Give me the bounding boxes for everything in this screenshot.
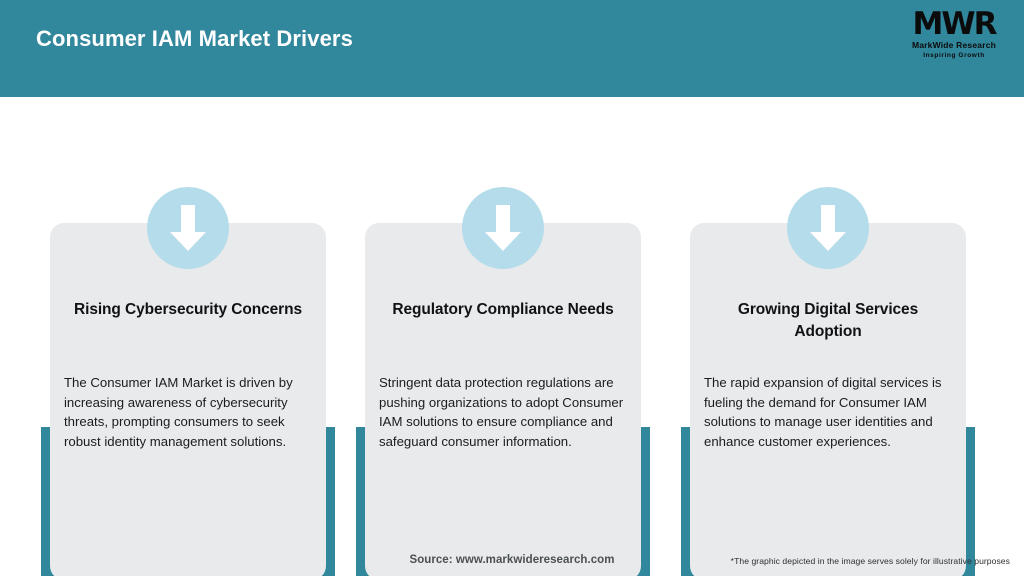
- down-arrow-icon: [462, 187, 544, 269]
- driver-card-1: Rising Cybersecurity Concerns The Consum…: [41, 142, 335, 576]
- logo-monogram: MWR: [912, 6, 998, 42]
- footer-source: Source: www.markwideresearch.com: [409, 554, 615, 566]
- card-surface: [365, 223, 641, 576]
- card-title: Regulatory Compliance Needs: [392, 301, 614, 318]
- card-content-1: Rising Cybersecurity Concerns The Consum…: [50, 223, 326, 576]
- driver-card-2: Regulatory Compliance Needs Stringent da…: [356, 142, 650, 576]
- card-surface: [50, 223, 326, 576]
- header-bar: [0, 0, 1024, 97]
- page-title: Consumer IAM Market Drivers: [36, 26, 353, 51]
- card-content-3: Growing Digital Services Adoption The ra…: [690, 223, 966, 576]
- driver-cards-row: Rising Cybersecurity Concerns The Consum…: [0, 97, 1024, 576]
- down-arrow-icon: [147, 187, 229, 269]
- logo-tagline: Inspiring Growth: [923, 52, 985, 59]
- card-description: The Consumer IAM Market is driven by inc…: [64, 375, 293, 449]
- card-title: Rising Cybersecurity Concerns: [74, 301, 302, 318]
- brand-logo: MWR MarkWide Research Inspiring Growth: [902, 8, 1006, 62]
- card-surface: [690, 223, 966, 576]
- card-description: Stringent data protection regulations ar…: [379, 375, 624, 449]
- card-content-2: Regulatory Compliance Needs Stringent da…: [365, 223, 641, 576]
- card-title: Growing Digital Services Adoption: [737, 301, 919, 340]
- footer-disclaimer: *The graphic depicted in the image serve…: [730, 556, 1010, 566]
- down-arrow-icon: [787, 187, 869, 269]
- logo-company-name: MarkWide Research: [911, 40, 997, 50]
- card-description: The rapid expansion of digital services …: [704, 375, 942, 449]
- driver-card-3: Growing Digital Services Adoption The ra…: [681, 142, 975, 576]
